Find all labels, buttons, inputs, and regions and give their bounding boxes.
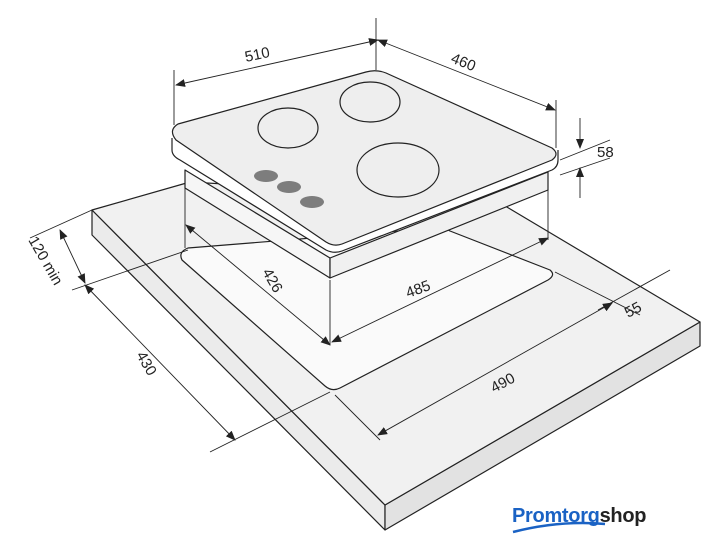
dim-hob-height: 58 bbox=[597, 144, 614, 161]
burner-large bbox=[356, 142, 440, 198]
dim-front-clearance: 55 bbox=[622, 299, 645, 322]
knob bbox=[254, 170, 278, 182]
burner-small-left bbox=[257, 107, 319, 149]
logo-swoosh bbox=[512, 521, 606, 534]
logo-part2: shop bbox=[599, 505, 647, 527]
knob bbox=[277, 181, 301, 193]
logo-part1: Promtorg bbox=[512, 505, 600, 527]
hob bbox=[171, 70, 559, 279]
dim-countertop-depth: 430 bbox=[133, 349, 160, 379]
dim-hob-width: 510 bbox=[243, 44, 271, 66]
promtorgshop-logo: Promtorgshop bbox=[512, 505, 646, 528]
knob bbox=[300, 196, 324, 208]
dimension-lines bbox=[29, 18, 671, 453]
dim-hob-depth: 460 bbox=[449, 50, 479, 75]
dim-min-clearance: 120 min bbox=[25, 234, 66, 289]
